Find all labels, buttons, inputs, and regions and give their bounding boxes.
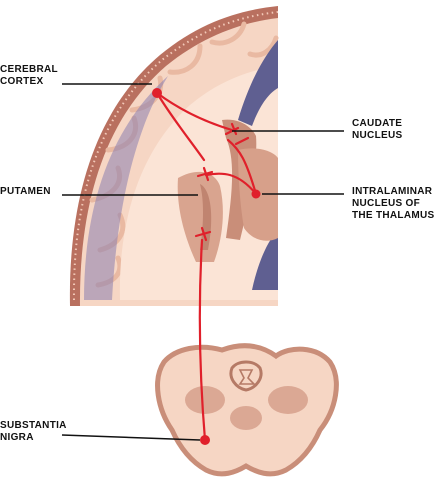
label-putamen: PUTAMEN: [0, 186, 51, 198]
neural-pathways: [155, 91, 258, 442]
aqueduct-core: [238, 369, 256, 385]
thalamus-to-putamen: [204, 172, 258, 196]
aqueduct: [229, 360, 263, 392]
midbrain-lobe-left: [185, 386, 225, 414]
label-intralaminar-line1: INTRALAMINAR: [352, 186, 433, 197]
label-cerebral-cortex-line1: CEREBRAL: [0, 64, 58, 75]
nigro-striatal-path: [198, 238, 207, 442]
cortex-neuron: [152, 88, 162, 98]
terminal-nigra: [194, 226, 212, 242]
label-cerebral-cortex-line2: CORTEX: [0, 76, 44, 87]
midbrain-lobe-center: [230, 406, 262, 430]
terminal-thalamus: [234, 136, 250, 146]
label-caudate-nucleus: CAUDATE NUCLEUS: [352, 118, 402, 142]
leader-lines: [61, 83, 344, 441]
label-intralaminar-nucleus: INTRALAMINAR NUCLEUS OF THE THALAMUS: [352, 186, 434, 222]
label-intralaminar-line2: NUCLEUS OF: [352, 198, 420, 209]
lateral-ventricle: [238, 40, 278, 126]
label-caudate-nucleus-line1: CAUDATE: [352, 118, 403, 129]
label-substantia-nigra-line2: NIGRA: [0, 432, 34, 443]
thalamo-striatal-path: [226, 138, 258, 196]
terminal-putamen: [196, 166, 214, 182]
midbrain-lobe-right: [268, 386, 308, 414]
label-intralaminar-line3: THE THALAMUS: [352, 210, 435, 221]
label-caudate-nucleus-line2: NUCLEUS: [352, 130, 403, 141]
meninges-dots: [72, 11, 279, 301]
nigra-neuron: [200, 435, 210, 445]
cortex-shadow-band: [84, 76, 168, 300]
label-substantia-nigra-line1: SUBSTANTIA: [0, 420, 67, 431]
label-cerebral-cortex: CEREBRAL CORTEX: [0, 64, 58, 88]
label-putamen-line1: PUTAMEN: [0, 186, 51, 197]
cortico-striatal-path: [155, 91, 206, 162]
ventricle-lower: [252, 230, 278, 290]
cortex-to-caudate: [155, 91, 234, 132]
label-substantia-nigra: SUBSTANTIA NIGRA: [0, 420, 67, 444]
leader-substantia-nigra: [61, 434, 201, 441]
brain-hemisphere: [69, 6, 279, 306]
midbrain-section: [155, 343, 339, 477]
thalamus-neuron: [251, 189, 261, 199]
